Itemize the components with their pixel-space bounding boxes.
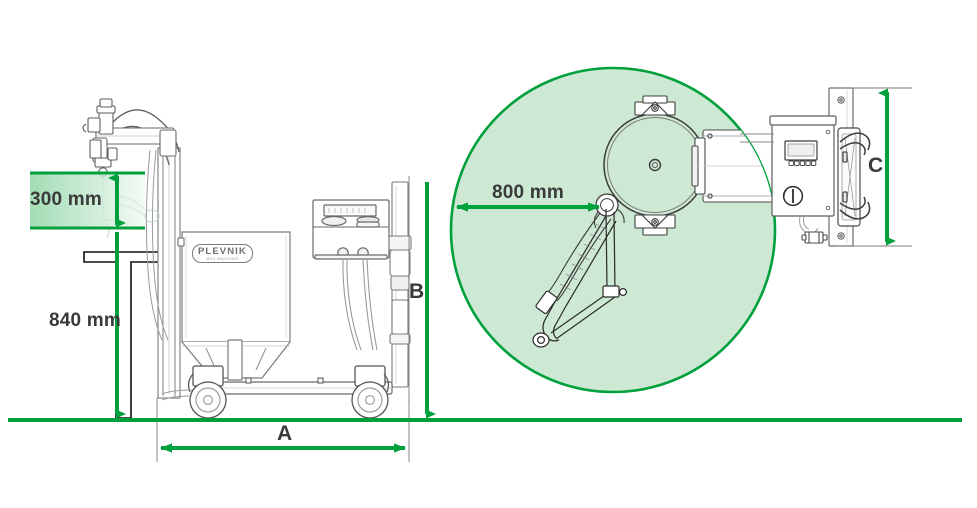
hmi-display [784,140,818,166]
rotary-switch [782,185,804,207]
dim-b-label: B [409,280,425,303]
rear-column [388,181,412,388]
dim-a-label: A [277,422,293,445]
wall-mounted-unit [740,87,871,247]
caster-wheel-rear [351,365,390,419]
dim-c-label: C [868,154,884,177]
dim-300-label: 300 mm [30,189,102,210]
floor-hose [161,389,193,401]
cabinet-cables [342,257,378,351]
vat-bracket-top [634,95,676,116]
plevnik-brand-subtitle: MILK MACHINES [206,256,239,261]
wall-box-cable [799,215,819,234]
supply-pipe [740,133,774,143]
plevnik-brand-plate: PLEVNIK MILK MACHINES [192,244,253,263]
dim-840-label: 840 mm [49,310,121,331]
lift-mast [157,147,181,399]
control-cabinet [312,199,390,260]
extension-lines [156,87,912,462]
caster-wheel-front [187,365,227,419]
flexible-hose [535,212,612,315]
wall-control-box [769,115,837,217]
dim-800-label: 800 mm [492,182,564,203]
wall-unit-connector [801,231,828,244]
machine-side-view [82,98,412,419]
upper-boom [92,109,180,166]
arm-pivot-joint [593,193,625,229]
mast-hose [145,149,169,341]
detail-circle-view [449,66,777,394]
plevnik-brand-name: PLEVNIK [198,246,247,257]
wall-arm-bracket [837,127,871,227]
vat-bracket-bottom [634,214,676,236]
